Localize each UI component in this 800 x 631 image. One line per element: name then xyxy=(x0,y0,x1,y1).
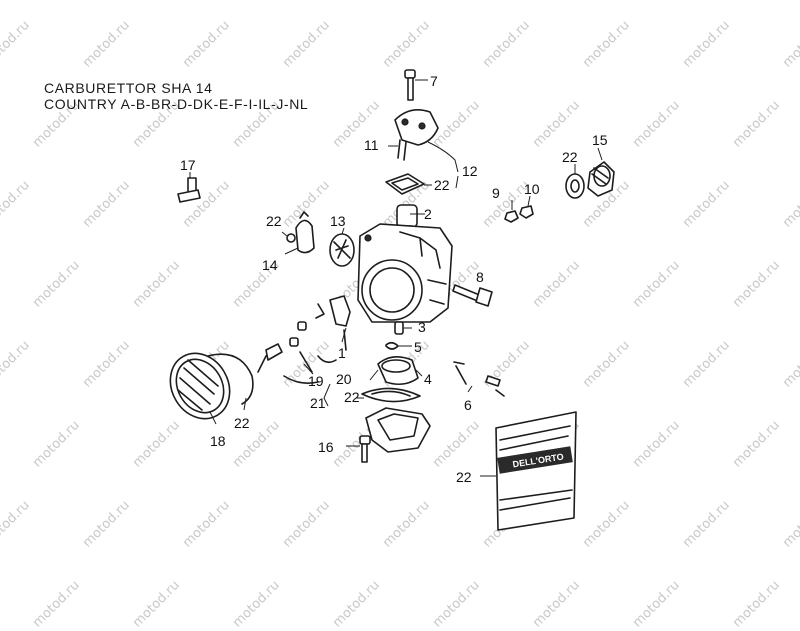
part-lever-14 xyxy=(295,211,315,254)
part-washer-22-right xyxy=(565,173,585,199)
part-cover-11 xyxy=(388,109,439,161)
callout-12: 12 xyxy=(462,163,478,179)
part-gasket-22-bowl xyxy=(361,387,421,403)
part-jet-3 xyxy=(394,321,404,335)
callout-22: 22 xyxy=(456,469,472,485)
callout-14: 14 xyxy=(262,257,278,273)
part-float-bowl xyxy=(365,407,431,453)
callout-22: 22 xyxy=(434,177,450,193)
part-fitting-15 xyxy=(587,161,615,197)
part-disc-13 xyxy=(329,233,355,267)
callout-5: 5 xyxy=(414,339,422,355)
part-screw-8 xyxy=(452,284,493,307)
part-bolt-17 xyxy=(177,177,201,203)
part-screw-7 xyxy=(404,69,428,101)
part-air-filter-18 xyxy=(169,352,254,420)
part-lever-1 xyxy=(315,295,351,351)
part-small-19 xyxy=(257,321,337,384)
part-nut-10 xyxy=(519,205,534,219)
callout-2: 2 xyxy=(424,206,432,222)
part-spare-kit-package: DELL'ORTO xyxy=(495,411,577,531)
callout-22: 22 xyxy=(266,213,282,229)
part-screw-16 xyxy=(359,435,371,463)
part-float-4 xyxy=(377,356,419,386)
callout-15: 15 xyxy=(592,132,608,148)
part-washer-22-left xyxy=(286,233,296,243)
callout-9: 9 xyxy=(492,185,500,201)
part-pin-5 xyxy=(385,341,399,350)
callout-22: 22 xyxy=(234,415,250,431)
callout-1: 1 xyxy=(338,345,346,361)
callout-4: 4 xyxy=(424,371,432,387)
callout-21: 21 xyxy=(310,395,326,411)
callout-22: 22 xyxy=(562,149,578,165)
exploded-view: DELL'ORTO 7 11 12 22 17 2 9 1 xyxy=(169,69,615,531)
callout-16: 16 xyxy=(318,439,334,455)
callout-7: 7 xyxy=(430,73,438,89)
callout-3: 3 xyxy=(418,319,426,335)
callout-22: 22 xyxy=(344,389,360,405)
part-screws-6 xyxy=(453,361,505,397)
callout-17: 17 xyxy=(180,157,196,173)
leader-lines xyxy=(189,147,603,477)
callout-8: 8 xyxy=(476,269,484,285)
callout-20: 20 xyxy=(336,371,352,387)
part-nut-9 xyxy=(504,210,519,223)
callout-6: 6 xyxy=(464,397,472,413)
callout-11: 11 xyxy=(364,137,379,153)
callout-13: 13 xyxy=(330,213,346,229)
diagram-title: CARBURETTOR SHA 14 xyxy=(44,80,213,96)
callout-18: 18 xyxy=(210,433,226,449)
part-gasket-22-top xyxy=(385,173,425,195)
callout-19: 19 xyxy=(308,373,324,389)
part-carburettor-body xyxy=(357,223,453,323)
callout-10: 10 xyxy=(524,181,540,197)
diagram-subtitle: COUNTRY A-B-BR-D-DK-E-F-I-IL-J-NL xyxy=(44,96,309,112)
